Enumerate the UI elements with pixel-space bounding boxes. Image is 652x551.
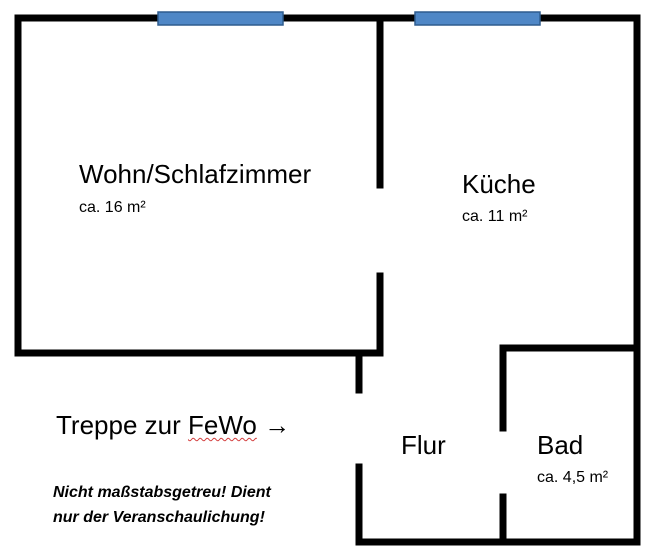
room-area-bathroom: ca. 4,5 m² xyxy=(537,469,609,486)
disclaimer-line-1: Nicht maßstabsgetreu! Dient xyxy=(53,484,271,501)
stairs-label-prefix: Treppe zur xyxy=(56,410,188,440)
room-name-hallway: Flur xyxy=(401,430,446,460)
disclaimer-line-2: nur der Veranschaulichung! xyxy=(53,509,265,526)
room-name-kitchen: Küche xyxy=(462,169,536,199)
window-kitchen xyxy=(414,11,541,26)
room-name-bathroom: Bad xyxy=(537,430,584,460)
arrow-right-icon: → xyxy=(264,410,291,440)
room-area-living: ca. 16 m² xyxy=(79,199,146,216)
stairs-label: Treppe zur FeWo → xyxy=(56,410,290,441)
disclaimer-note: Nicht maßstabsgetreu! Dient nur der Vera… xyxy=(53,480,271,530)
stairs-label-fewo: FeWo xyxy=(187,410,257,440)
room-name-living: Wohn/Schlafzimmer xyxy=(79,159,312,189)
room-area-kitchen: ca. 11 m² xyxy=(462,208,528,225)
window-living xyxy=(157,11,284,26)
